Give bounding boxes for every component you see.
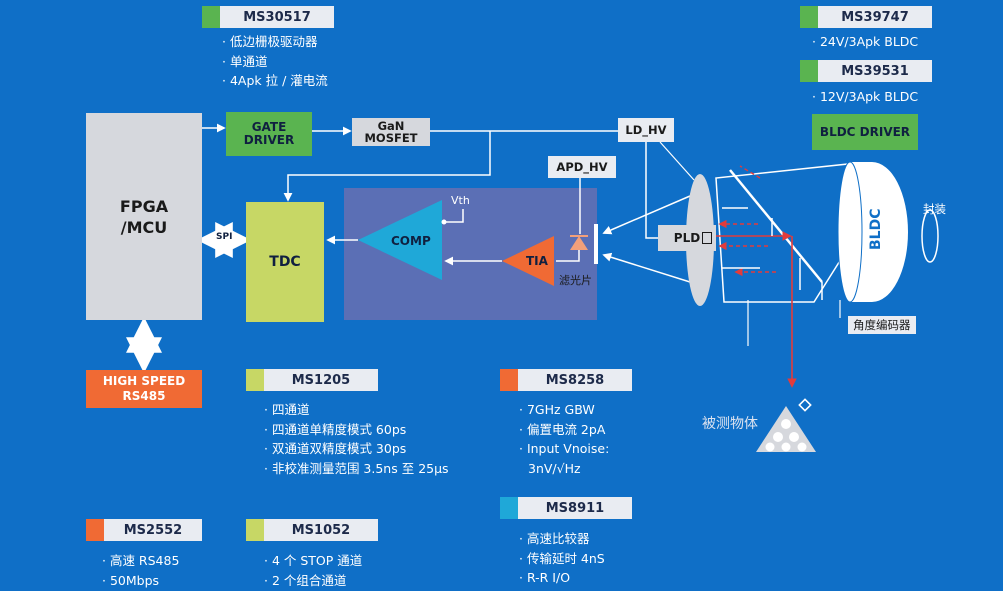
spec-item: 4Apk 拉 / 灌电流 (222, 71, 328, 91)
apd-diode (570, 236, 588, 250)
mirror (729, 169, 823, 283)
chip-name: MS1052 (291, 522, 351, 538)
gate-label: GATE (251, 120, 287, 134)
spec-item: Input Vnoise: (519, 439, 609, 459)
target-object-icon (756, 398, 816, 452)
tia-triangle (502, 236, 554, 286)
spec-item: 单通道 (222, 52, 328, 72)
chip-swatch (800, 6, 818, 28)
spec-item: 四通道单精度模式 60ps (264, 420, 449, 440)
filter-label: 滤光片 (559, 274, 592, 287)
bldc-label: BLDC (868, 208, 884, 251)
apd-hv-block: APD_HV (548, 156, 616, 178)
ld-hv-block: LD_HV (618, 118, 674, 142)
chip-name: MS8258 (545, 372, 605, 388)
wire-vth (444, 209, 464, 223)
package-label: 封装 (923, 202, 946, 216)
spec-item: 7GHz GBW (519, 400, 609, 420)
comp-label: COMP (391, 234, 431, 248)
chip-swatch (500, 497, 518, 519)
chip-swatch (86, 519, 104, 541)
ms39531-specs: 12V/3Apk BLDC (812, 87, 918, 107)
chip-name: MS39747 (841, 9, 909, 25)
wire-ldhv-pld (645, 142, 658, 239)
spec-item: 4 个 STOP 通道 (264, 551, 362, 571)
spec-item: 双通道双精度模式 30ps (264, 439, 449, 459)
spec-item: 偏置电流 2pA (519, 420, 609, 440)
spec-item: 高速比较器 (519, 529, 605, 549)
ms39747-specs: 24V/3Apk BLDC (812, 32, 918, 52)
wire-gan-tdc (283, 131, 491, 202)
spec-item: 50Mbps (102, 571, 179, 591)
mosfet-label: MOSFET (364, 131, 418, 145)
encoder-label: 角度编码器 (848, 316, 916, 334)
comp-triangle (358, 200, 442, 280)
wire-ldhv-lens (659, 141, 695, 181)
chip-ms1052: MS1052 (246, 519, 378, 541)
driver-label: DRIVER (243, 133, 295, 147)
spec-item: 2 个组合通道 (264, 571, 362, 591)
chip-swatch (800, 60, 818, 82)
chip-ms8911: MS8911 (500, 497, 632, 519)
rs485-label: RS485 (122, 389, 166, 403)
spec-item: 四通道 (264, 400, 449, 420)
fpga-mcu-block: FPGA /MCU (86, 113, 202, 320)
spec-item: 24V/3Apk BLDC (812, 32, 918, 52)
chip-ms1205: MS1205 (246, 369, 378, 391)
chip-name: MS2552 (123, 522, 183, 538)
bldc-cylinder (850, 162, 908, 302)
gan-mosfet-block: GaN MOSFET (352, 118, 430, 146)
spec-item: R-R I/O (519, 568, 605, 588)
rx-ray-top (602, 195, 691, 235)
spec-item: 非校准测量范围 3.5ns 至 25μs (264, 459, 449, 479)
filter-plate (594, 224, 598, 264)
pld-block: PLD (658, 225, 716, 251)
chip-swatch (500, 369, 518, 391)
pld-emitter (702, 232, 712, 244)
gan-label: GaN (377, 119, 405, 133)
vth-label: Vth (451, 194, 470, 207)
chip-name: MS39531 (841, 63, 909, 79)
chip-ms39747: MS39747 (800, 6, 932, 28)
hs-label: HIGH SPEED (102, 374, 186, 388)
rotation-ring (921, 209, 939, 263)
tdc-block: TDC (246, 202, 324, 322)
ms8258-specs: 7GHz GBW 偏置电流 2pA Input Vnoise: 3nV/√Hz (519, 400, 609, 478)
wire-diode-tia (556, 250, 580, 262)
tia-label: TIA (526, 254, 548, 268)
spec-item: 低边栅极驱动器 (222, 32, 328, 52)
target-label: 被测物体 (702, 416, 758, 432)
chip-ms2552: MS2552 (86, 519, 202, 541)
spec-item: 高速 RS485 (102, 551, 179, 571)
chip-swatch (246, 519, 264, 541)
receiver-block (344, 188, 597, 320)
chip-name: MS30517 (243, 9, 311, 25)
ms30517-specs: 低边栅极驱动器 单通道 4Apk 拉 / 灌电流 (222, 32, 328, 91)
ms8911-specs: 高速比较器 传输延时 4nS R-R I/O (519, 529, 605, 588)
spec-item: 12V/3Apk BLDC (812, 87, 918, 107)
spi-label: SPI (214, 232, 235, 242)
mcu-label: /MCU (120, 217, 168, 237)
ms1052-specs: 4 个 STOP 通道 2 个组合通道 (264, 551, 362, 590)
chip-name: MS1205 (291, 372, 351, 388)
ms2552-specs: 高速 RS485 50Mbps (102, 551, 179, 590)
high-speed-rs485-block: HIGH SPEED RS485 (86, 370, 202, 408)
chip-swatch (246, 369, 264, 391)
spec-item-continued: 3nV/√Hz (528, 460, 581, 476)
chip-ms30517: MS30517 (202, 6, 334, 28)
spec-item: 传输延时 4nS (519, 549, 605, 569)
rx-ray-bottom (602, 252, 691, 283)
chip-swatch (202, 6, 220, 28)
gate-driver-block: GATE DRIVER (226, 112, 312, 156)
chip-ms8258: MS8258 (500, 369, 632, 391)
ms1205-specs: 四通道 四通道单精度模式 60ps 双通道双精度模式 30ps 非校准测量范围 … (264, 400, 449, 478)
fpga-label: FPGA (119, 196, 169, 216)
chip-ms39531: MS39531 (800, 60, 932, 82)
chip-name: MS8911 (545, 500, 605, 516)
bldc-driver-block: BLDC DRIVER (812, 114, 918, 150)
